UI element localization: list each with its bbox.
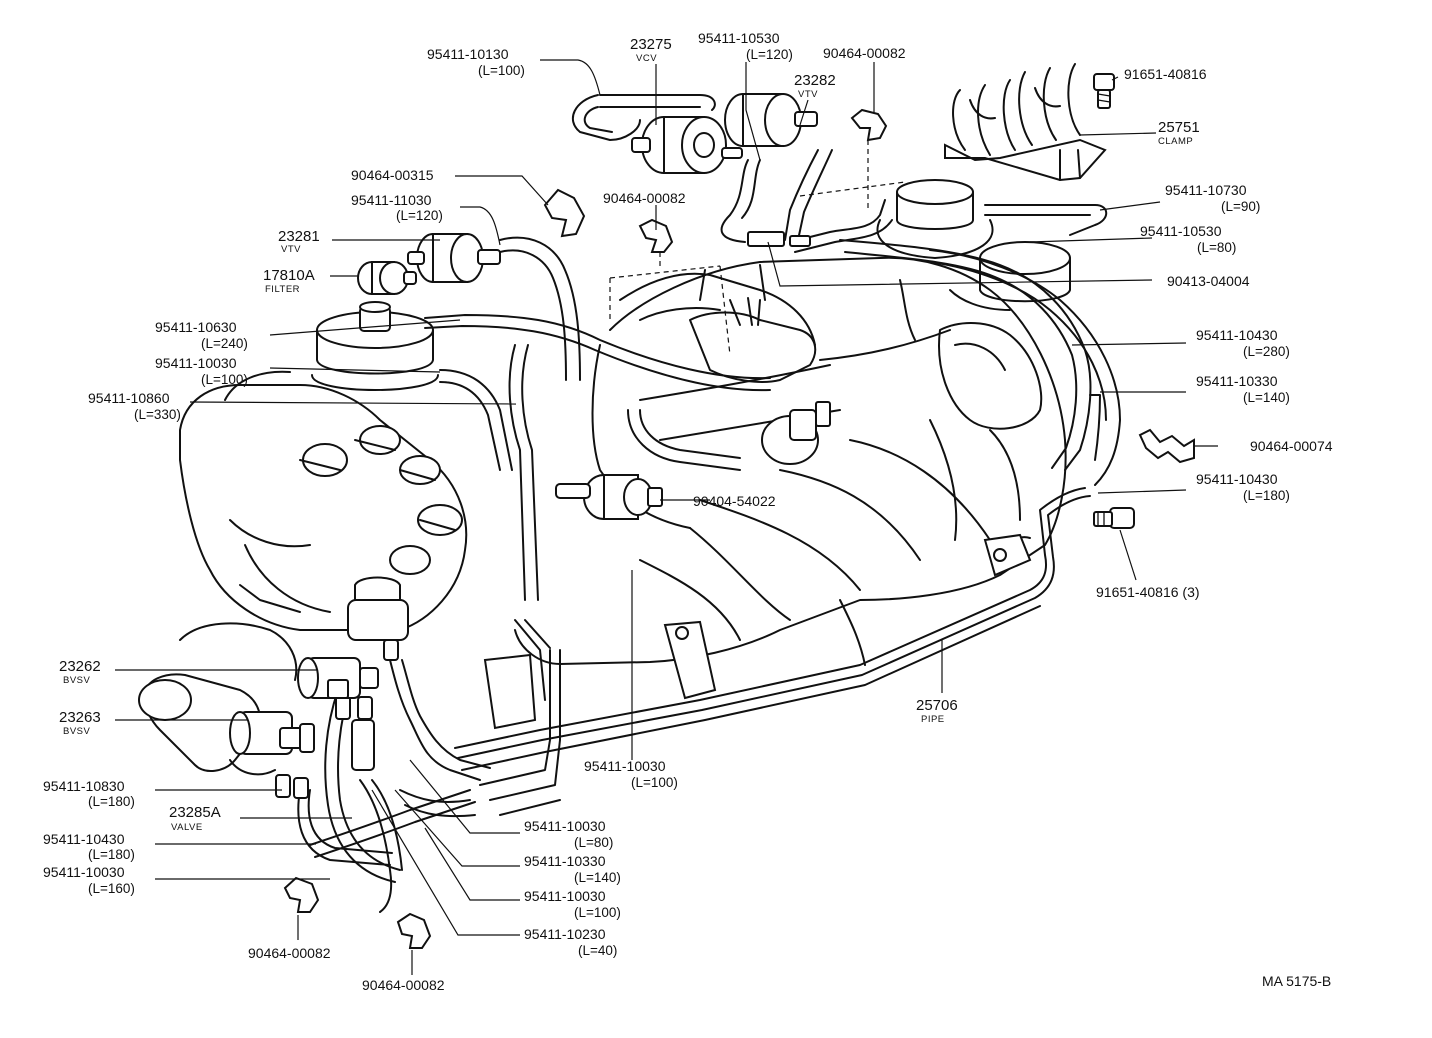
label-9541110430-left-length: (L=180) xyxy=(88,847,135,862)
label-9541110630-number: 95411-10630 xyxy=(155,319,237,335)
bvsv-23263 xyxy=(229,711,315,755)
label-9541110030-left2-number: 95411-10030 xyxy=(43,864,125,880)
clip-90464-00082-top xyxy=(850,108,888,142)
label-9040454022: 90404-54022 xyxy=(693,493,776,509)
label-9046400082-top: 90464-00082 xyxy=(823,45,906,61)
label-9541110330-b2-number: 95411-10330 xyxy=(524,853,606,869)
label-23275-number: 23275 xyxy=(630,36,672,53)
vtv-valve-23281 xyxy=(407,233,501,283)
filter-17810a xyxy=(357,261,417,295)
label-9541110030-left-number: 95411-10030 xyxy=(155,355,237,371)
label-9046400082-bc: 90464-00082 xyxy=(362,977,445,993)
label-9541110030-b3-length: (L=100) xyxy=(574,905,621,920)
label-25751-number: 25751 xyxy=(1158,119,1200,136)
label-9541110530-right-number: 95411-10530 xyxy=(1140,223,1222,239)
label-9541110430-right2-length: (L=180) xyxy=(1243,488,1290,503)
label-23282-number: 23282 xyxy=(794,72,836,89)
label-9541111030-number: 95411-11030 xyxy=(351,192,432,208)
label-23285a-name: VALVE xyxy=(171,822,203,833)
label-9541110330-right-number: 95411-10330 xyxy=(1196,373,1278,389)
pipe-25706 xyxy=(454,487,1091,816)
label-23263-number: 23263 xyxy=(59,709,101,726)
clip-90464-00082-bl xyxy=(283,876,320,913)
label-9541110230-length: (L=40) xyxy=(578,943,617,958)
label-25706-name: PIPE xyxy=(921,714,945,725)
label-25706-number: 25706 xyxy=(916,697,958,714)
label-9541111030-length: (L=120) xyxy=(396,208,443,223)
clip-90464-00315 xyxy=(543,188,586,238)
clip-90464-00074 xyxy=(1138,428,1195,464)
clamp-25751 xyxy=(944,63,1107,182)
lower-hose-bundle xyxy=(275,639,491,913)
label-9541110430-right1-number: 95411-10430 xyxy=(1196,327,1278,343)
label-9541110730-length: (L=90) xyxy=(1221,199,1260,214)
label-17810a-name: FILTER xyxy=(265,284,300,295)
label-9541110030-left2-length: (L=160) xyxy=(88,881,135,896)
vacuum-hoses xyxy=(424,94,1121,601)
drawing-code: MA 5175-B xyxy=(1262,973,1331,989)
vtv-valve-23282 xyxy=(724,93,818,147)
label-9046400082-mid: 90464-00082 xyxy=(603,190,686,206)
bolt-91651-40816-top xyxy=(1093,73,1115,109)
label-9541110830-length: (L=180) xyxy=(88,794,135,809)
label-9541110430-left-number: 95411-10430 xyxy=(43,831,125,847)
label-9541110330-right-length: (L=140) xyxy=(1243,390,1290,405)
label-9165140816-set: 91651-40816 (3) xyxy=(1096,584,1200,600)
label-25751-name: CLAMP xyxy=(1158,136,1193,147)
label-9541110530-top-length: (L=120) xyxy=(746,47,793,62)
label-9541110430-right2-number: 95411-10430 xyxy=(1196,471,1278,487)
label-17810a-number: 17810A xyxy=(263,267,315,284)
label-9541110030-left-length: (L=100) xyxy=(201,372,248,387)
label-9541110730-number: 95411-10730 xyxy=(1165,182,1247,198)
label-9541110530-right-length: (L=80) xyxy=(1197,240,1236,255)
clip-90464-00082-mid xyxy=(638,218,674,253)
label-9541110030-center-length: (L=100) xyxy=(631,775,678,790)
sensor-center xyxy=(761,401,831,465)
clip-90464-00082-bc xyxy=(396,912,432,949)
vcv-valve xyxy=(631,116,743,174)
label-9541110030-b1-number: 95411-10030 xyxy=(524,818,606,834)
label-9541110030-center-number: 95411-10030 xyxy=(584,758,666,774)
label-9541110630-length: (L=240) xyxy=(201,336,248,351)
label-9541110860-length: (L=330) xyxy=(134,407,181,422)
label-9541110130-length: (L=100) xyxy=(478,63,525,78)
label-23275-name: VCV xyxy=(636,53,657,64)
label-9541110030-b3-number: 95411-10030 xyxy=(524,888,606,904)
label-23285a-number: 23285A xyxy=(169,804,221,821)
label-9541110530-top-number: 95411-10530 xyxy=(698,30,780,46)
label-9541110830-number: 95411-10830 xyxy=(43,778,125,794)
label-9046400074: 90464-00074 xyxy=(1250,438,1333,454)
distributor xyxy=(179,301,468,641)
label-9541110860-number: 95411-10860 xyxy=(88,390,170,406)
bolt-91651-40816-set xyxy=(1093,507,1135,529)
label-23263-name: BVSV xyxy=(63,726,91,737)
label-23281-name: VTV xyxy=(281,244,301,255)
label-9046400082-bl: 90464-00082 xyxy=(248,945,331,961)
label-9541110130-number: 95411-10130 xyxy=(427,46,509,62)
label-9046400315: 90464-00315 xyxy=(351,167,434,183)
callout-labels: 95411-10130 (L=100) 23275 VCV 95411-1053… xyxy=(43,30,1333,993)
label-23262-number: 23262 xyxy=(59,658,101,675)
label-23262-name: BVSV xyxy=(63,675,91,686)
sensor-90404-54022 xyxy=(555,474,663,520)
label-9541110230-number: 95411-10230 xyxy=(524,926,606,942)
leader-lines xyxy=(115,59,1218,975)
bvsv-23262 xyxy=(297,657,379,699)
label-9541110030-b1-length: (L=80) xyxy=(574,835,613,850)
label-23282-name: VTV xyxy=(798,89,818,100)
joint-90413-04004 xyxy=(747,231,811,247)
label-9541110330-b2-length: (L=140) xyxy=(574,870,621,885)
label-23281-number: 23281 xyxy=(278,228,320,245)
label-9041304004: 90413-04004 xyxy=(1167,273,1250,289)
label-9541110430-right1-length: (L=280) xyxy=(1243,344,1290,359)
label-9165140816-top: 91651-40816 xyxy=(1124,66,1207,82)
